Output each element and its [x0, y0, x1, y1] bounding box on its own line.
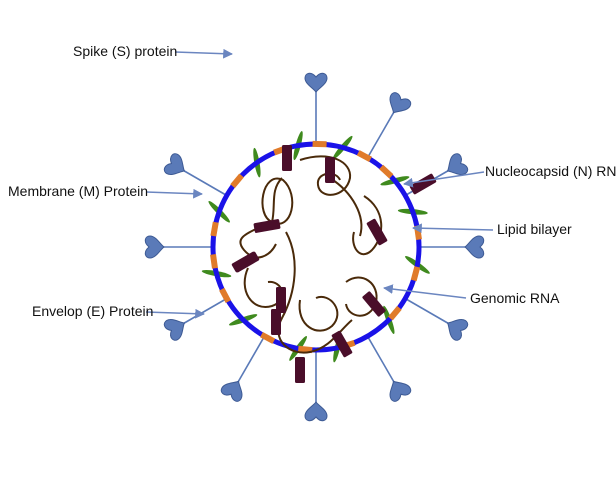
label-arrow — [146, 192, 202, 194]
envelope-protein-icon — [210, 222, 218, 237]
spike-head-icon — [145, 236, 164, 258]
label-membrane-protein: Membrane (M) Protein — [8, 183, 148, 199]
nucleocapsid-block — [362, 291, 386, 317]
envelope-protein-icon — [411, 266, 420, 281]
nucleocapsid-block — [282, 145, 292, 171]
label-spike-protein: Spike (S) protein — [73, 43, 177, 59]
spike-protein — [368, 91, 413, 158]
membrane-proteins — [201, 130, 431, 363]
envelope-protein-icon — [210, 254, 218, 269]
spike-head-icon — [384, 376, 412, 403]
nucleocapsid-block — [253, 219, 280, 233]
label-genomic-rna: Genomic RNA — [470, 290, 560, 306]
spike-protein — [405, 299, 469, 342]
label-lipid-bilayer: Lipid bilayer — [497, 221, 572, 237]
spike-protein — [419, 236, 484, 258]
spike-head-icon — [163, 313, 190, 341]
label-envelope-protein: Envelop (E) Protein — [32, 303, 153, 319]
nucleocapsid-block — [231, 251, 259, 273]
rna-strand — [272, 178, 282, 222]
spike-protein — [368, 336, 413, 403]
envelope-protein-icon — [219, 288, 231, 303]
label-arrow — [175, 52, 232, 54]
spike-proteins — [145, 73, 483, 420]
spike-protein — [305, 350, 327, 421]
spike-stalk — [405, 299, 453, 327]
genomic-rna-strand — [240, 156, 381, 352]
envelope-protein-icon — [357, 150, 372, 162]
nucleocapsid-block — [409, 173, 437, 195]
envelope-protein-icon — [379, 165, 393, 179]
spike-stalk — [236, 336, 265, 386]
spike-head-icon — [442, 313, 469, 341]
label-arrow — [384, 288, 466, 298]
spike-protein — [163, 152, 227, 195]
spike-head-icon — [163, 152, 190, 180]
spike-protein — [145, 236, 213, 258]
nucleocapsid-block — [295, 357, 305, 383]
label-arrow — [413, 228, 493, 230]
nucleocapsid-block — [271, 309, 281, 335]
envelope-protein-icon — [312, 141, 326, 147]
label-nucleocapsid-rna: Nucleocapsid (N) RNA — [485, 163, 616, 179]
spike-protein — [305, 73, 327, 144]
nucleocapsid-block — [366, 218, 388, 246]
nucleocapsid-block — [325, 157, 335, 183]
spike-head-icon — [220, 376, 248, 403]
spike-head-icon — [465, 236, 484, 258]
spike-head-icon — [384, 91, 412, 118]
label-arrows — [146, 52, 493, 314]
spike-stalk — [179, 168, 227, 196]
spike-protein — [163, 299, 227, 342]
rna-strand — [300, 297, 338, 331]
spike-stalk — [368, 336, 397, 386]
spike-stalk — [368, 108, 397, 158]
spike-head-icon — [305, 73, 327, 92]
spike-protein — [220, 336, 265, 403]
envelope-protein-icon — [388, 306, 402, 321]
label-arrow — [146, 312, 204, 314]
spike-stalk — [179, 299, 227, 327]
spike-head-icon — [305, 402, 327, 421]
envelope-protein-icon — [230, 174, 244, 189]
